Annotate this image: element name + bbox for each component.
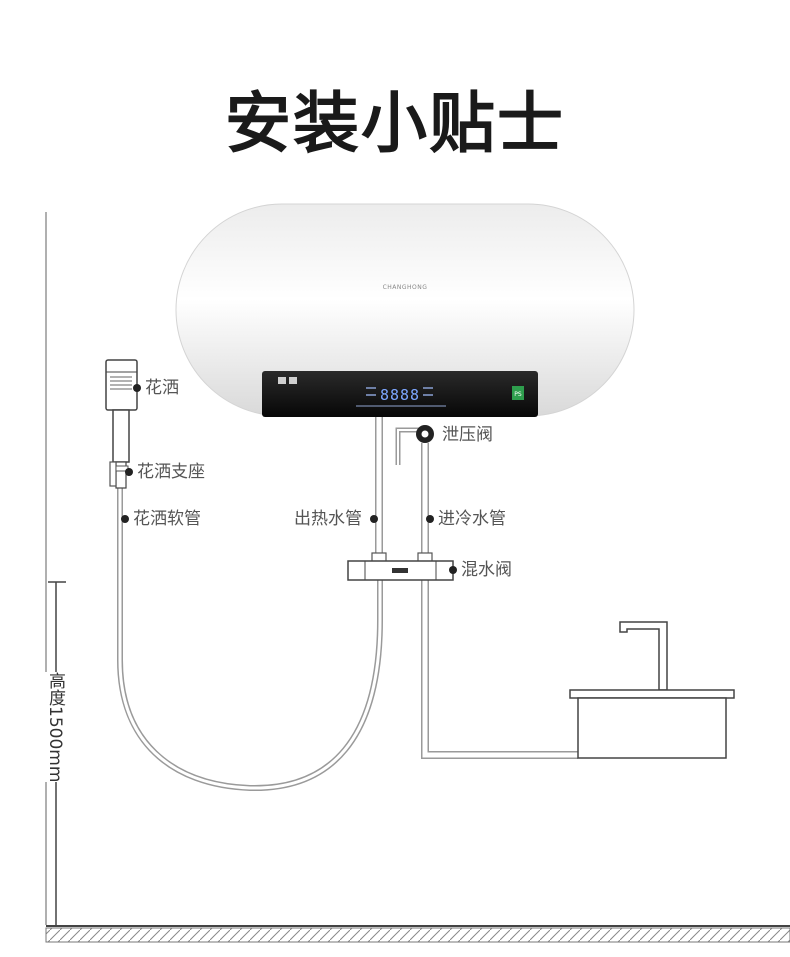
label-shower-hose: 花洒软管 (133, 509, 201, 529)
page-title: 安装小贴士 (225, 85, 565, 162)
panel-digits: 8888 (380, 386, 420, 404)
panel-button (289, 377, 297, 384)
panel-button (278, 377, 286, 384)
label-cold-pipe: 进冷水管 (438, 509, 506, 529)
ps-badge-box (512, 386, 524, 400)
label-mixing-valve: 混水阀 (461, 560, 512, 580)
label-hot-pipe: 出热水管 (294, 509, 362, 529)
floor (45, 925, 790, 943)
shower-hose (117, 488, 383, 792)
label-height: 高度1500mm (44, 672, 66, 783)
label-dots (121, 384, 457, 574)
sink-supply-pipe (421, 580, 578, 759)
control-panel (262, 371, 538, 417)
brand-logo: CHANGHONG (383, 284, 428, 291)
sink (569, 621, 735, 759)
relief-valve (395, 425, 434, 465)
ps-badge: PS (514, 391, 522, 398)
mixing-valve (347, 552, 454, 581)
label-relief-valve: 泄压阀 (442, 425, 493, 445)
label-shower-head: 花洒 (145, 378, 179, 398)
water-heater: CHANGHONG 8888 PS (175, 203, 635, 417)
shower-head (105, 359, 138, 489)
label-shower-holder: 花洒支座 (137, 462, 205, 482)
